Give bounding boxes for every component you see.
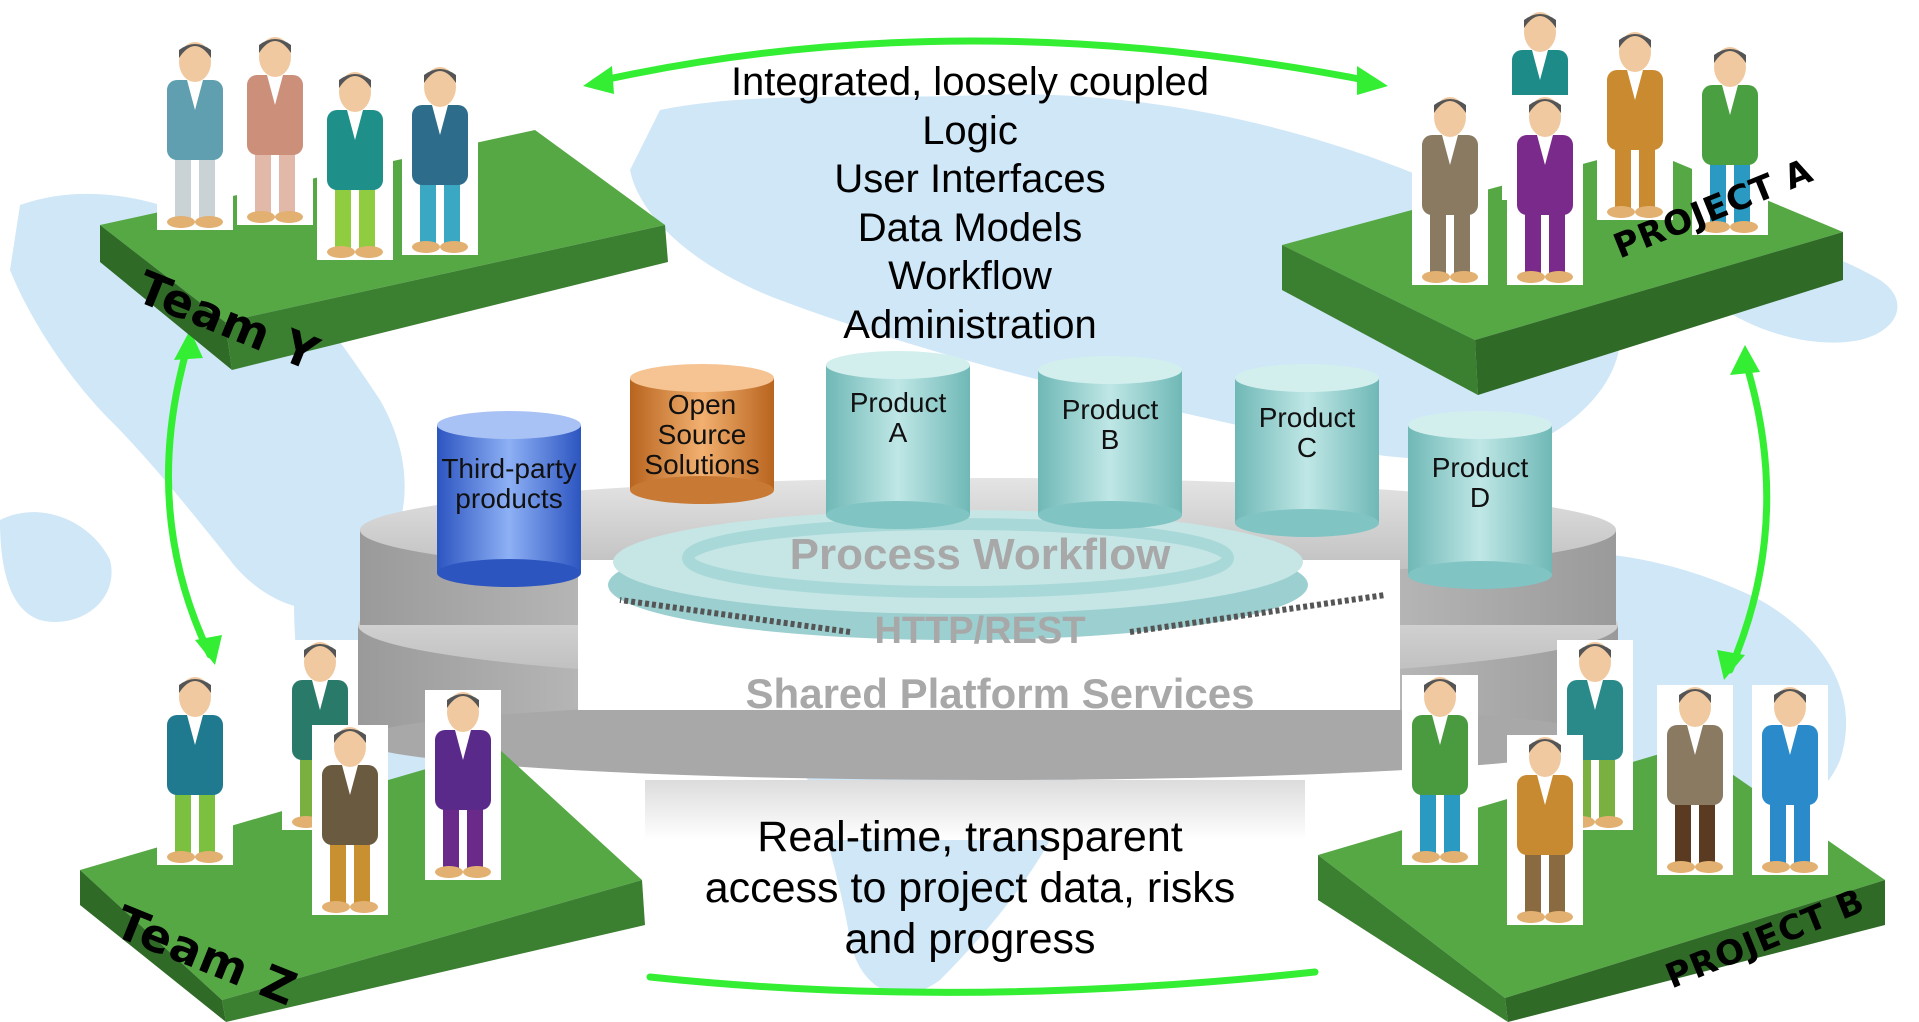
- top-text-line-4: Data Models: [857, 205, 1083, 250]
- person-figure: [1692, 45, 1768, 235]
- shared-services-label: Shared Platform Services: [745, 670, 1255, 717]
- bottom-text-line-1: Real-time, transparent: [757, 813, 1183, 861]
- person-figure: [1402, 675, 1478, 865]
- left-arrow-head-top: [174, 330, 203, 360]
- left-vertical-arrow: [164, 341, 214, 659]
- top-text-line-3: User Interfaces: [834, 157, 1106, 201]
- db-label-third-party: Third-party products: [441, 453, 577, 514]
- bottom-text-line-3: and progress: [844, 915, 1096, 963]
- db-third-party: [437, 411, 581, 587]
- platform-lower-bottom: [358, 700, 1618, 780]
- person-figure: [237, 35, 313, 225]
- left-arrow-head-bottom: [195, 635, 222, 665]
- top-text-line-2: Logic: [922, 108, 1018, 153]
- right-arrow-head-bottom: [1717, 650, 1745, 680]
- people-figures: [157, 10, 1828, 925]
- person-figure: [157, 675, 233, 865]
- person-figure: [1597, 30, 1673, 220]
- top-arc-arrow: [591, 37, 1379, 86]
- person-figure: [1657, 685, 1733, 875]
- person-figure: [425, 690, 501, 880]
- platform-project-b: [1318, 745, 1885, 1022]
- http-arrow-right: [1129, 592, 1386, 635]
- right-arrow-head-top: [1730, 345, 1760, 375]
- db-label-product-d: Product D: [1431, 452, 1529, 513]
- top-arrow-head-left: [583, 66, 614, 94]
- db-open-source: [630, 364, 774, 504]
- team-platforms: [80, 130, 1885, 1022]
- db-label-product-c: Product C: [1258, 402, 1356, 463]
- db-label-open-source: Open Source Solutions: [644, 389, 760, 480]
- bottom-arc-arrow: [646, 968, 1319, 996]
- person-figure: [402, 65, 478, 255]
- top-arrow-head-right: [1357, 66, 1388, 95]
- bottom-text-block: Real-time, transparent access to project…: [640, 812, 1300, 965]
- db-product-c: [1235, 364, 1379, 537]
- person-figure: [312, 725, 388, 915]
- db-label-product-a: Product A: [849, 387, 947, 448]
- process-workflow-label: Process Workflow: [789, 530, 1171, 579]
- top-text-block: Integrated, loosely coupled Logic User I…: [660, 58, 1280, 349]
- arrow-heads: [174, 66, 1760, 680]
- person-figure: [1752, 685, 1828, 875]
- shadow-fade-bottom: [645, 780, 1305, 840]
- bottom-text-line-2: access to project data, risks: [704, 864, 1236, 912]
- db-product-d: [1408, 411, 1552, 589]
- process-ring-inner: [682, 518, 1234, 598]
- db-product-a: [826, 351, 970, 529]
- arrows: [164, 37, 1771, 996]
- right-vertical-arrow: [1726, 356, 1771, 674]
- top-text-line-1: Integrated, loosely coupled: [730, 60, 1210, 104]
- db-label-product-b: Product B: [1061, 394, 1159, 455]
- person-figure: [1507, 735, 1583, 925]
- databases: [437, 351, 1552, 589]
- http-arrow-left: [619, 597, 851, 635]
- http-rest-label: HTTP/REST: [874, 610, 1086, 652]
- person-figure: [157, 40, 233, 230]
- person-figure: [317, 70, 393, 260]
- person-figure: [1412, 95, 1488, 285]
- db-product-b: [1038, 356, 1182, 529]
- person-figure: [1507, 95, 1583, 285]
- top-text-line-5: Workflow: [888, 254, 1052, 298]
- top-text-line-6: Administration: [843, 302, 1097, 347]
